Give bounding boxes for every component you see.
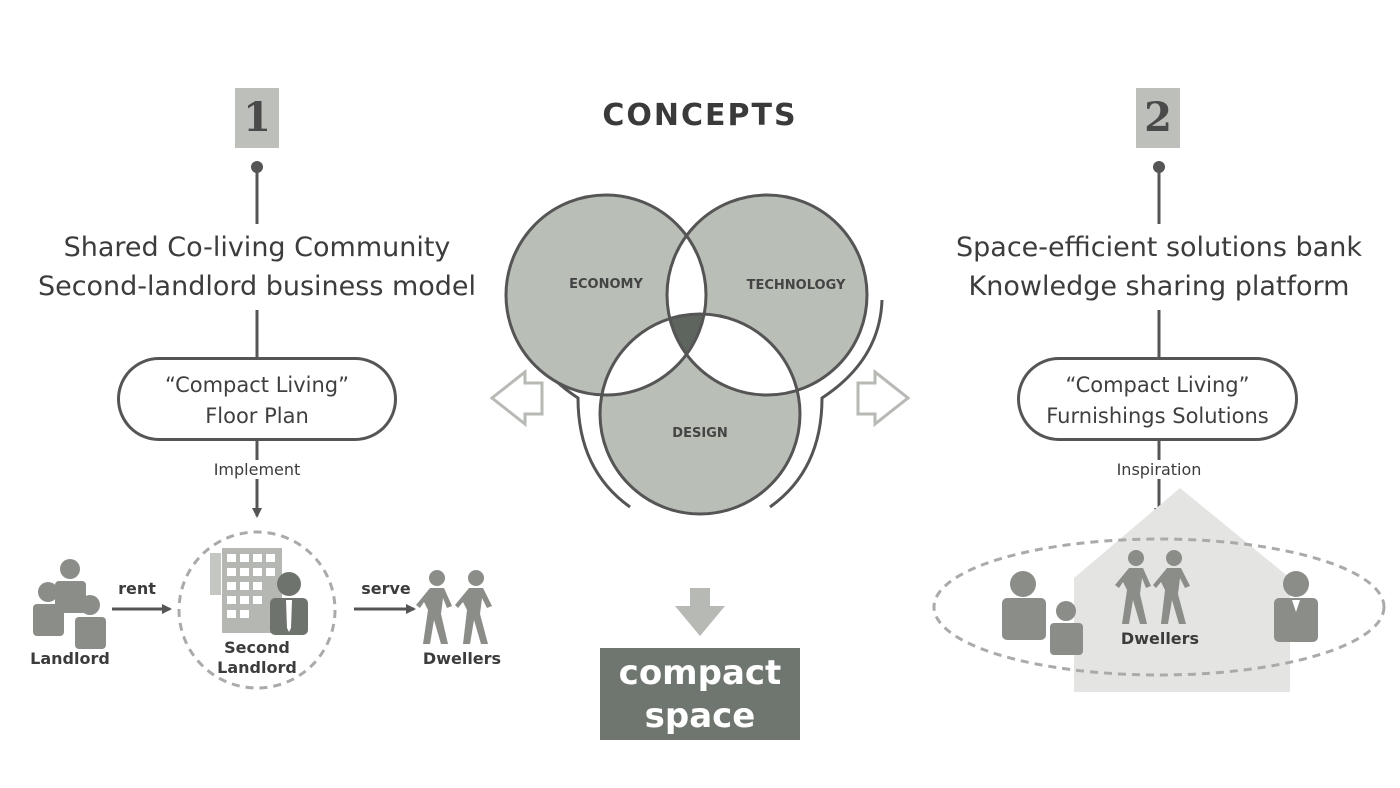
right-heading-line-2: Knowledge sharing platform (968, 271, 1350, 302)
second-landlord-label: Second Landlord (207, 638, 307, 678)
step-2-badge: 2 (1136, 88, 1180, 148)
serve-label: serve (361, 579, 411, 598)
econ-design-overlap (600, 314, 706, 395)
landlord-group-icon (33, 559, 106, 649)
left-heading: Shared Co-living Community Second-landlo… (0, 228, 514, 306)
economy-label: ECONOMY (569, 277, 643, 292)
building-icon (210, 548, 282, 633)
dwellers-walking-icon (416, 570, 492, 644)
implement-label: Implement (195, 460, 319, 479)
right-dwellers-label: Dwellers (1120, 629, 1200, 648)
second-landlord-line-1: Second (224, 638, 290, 657)
result-line-2: space plan (644, 696, 756, 779)
venn-diagram: ECONOMY TECHNOLOGY DESIGN (504, 193, 884, 516)
inspiration-label: Inspiration (1100, 460, 1218, 479)
floor-plan-pill-line-1: “Compact Living” (164, 373, 350, 397)
furnishings-pill-line-1: “Compact Living” (1065, 373, 1250, 397)
rent-label: rent (118, 579, 156, 598)
right-heading-line-1: Space-efficient solutions bank (956, 232, 1362, 263)
right-hollow-arrow (856, 368, 911, 428)
right-heading: Space-efficient solutions bank Knowledge… (930, 228, 1388, 306)
businessman-icon (270, 572, 308, 635)
down-arrow (675, 588, 725, 636)
dwellers-pair-icon (1115, 550, 1190, 624)
landlord-label: Landlord (30, 649, 110, 668)
left-hollow-arrow (489, 368, 544, 428)
compact-space-plan-box: compact space plan (600, 648, 800, 779)
left-dwellers-label: Dwellers (422, 649, 502, 668)
floor-plan-pill-line-2: Floor Plan (205, 404, 309, 428)
community-ellipse (932, 537, 1386, 677)
left-heading-line-1: Shared Co-living Community (63, 232, 451, 263)
house-shape (1074, 488, 1290, 692)
concepts-title: CONCEPTS (602, 98, 798, 133)
technology-label: TECHNOLOGY (747, 278, 846, 293)
second-landlord-circle (177, 530, 337, 690)
left-heading-line-2: Second-landlord business model (37, 271, 477, 302)
second-landlord-line-2: Landlord (217, 658, 297, 677)
resident-icon (1274, 571, 1318, 642)
floor-plan-pill: “Compact Living” Floor Plan (117, 357, 397, 441)
furnishings-pill: “Compact Living” Furnishings Solutions (1017, 357, 1298, 441)
result-line-1: compact (618, 653, 782, 693)
right-bracket-arc (769, 299, 884, 509)
family-icon (1002, 571, 1083, 655)
left-connector (251, 161, 263, 518)
tech-design-overlap (667, 314, 800, 395)
furnishings-pill-line-2: Furnishings Solutions (1046, 404, 1269, 428)
design-label: DESIGN (672, 426, 727, 441)
step-1-badge: 1 (235, 88, 279, 148)
